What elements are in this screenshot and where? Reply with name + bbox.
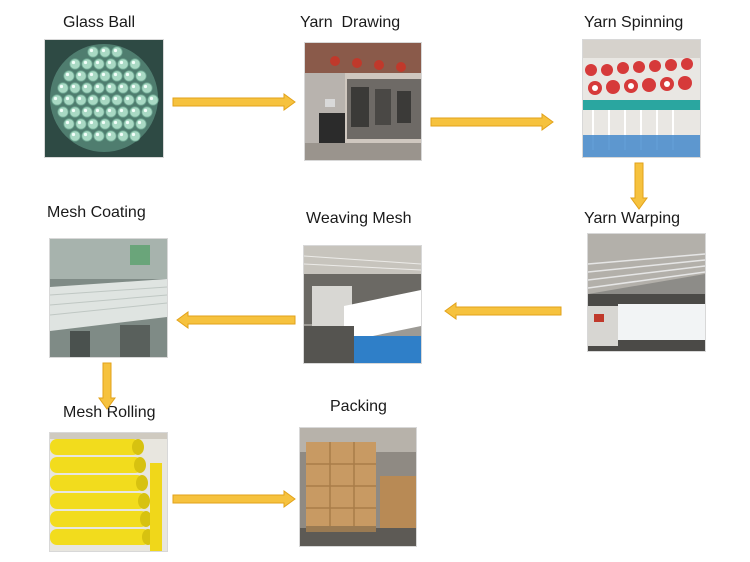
label-glass-ball: Glass Ball (63, 14, 136, 31)
spinning-frame-photo (583, 40, 700, 157)
warping-machine-photo (588, 234, 705, 351)
arrow-drawing-to-spinning (430, 113, 554, 131)
arrow-weaving-to-coating (176, 311, 296, 329)
arrow-coating-to-rolling (98, 362, 116, 410)
label-yarn-warping: Yarn Warping (584, 210, 681, 227)
loom-photo (304, 246, 421, 363)
arrow-rolling-to-packing (172, 490, 296, 508)
label-weaving-mesh: Weaving Mesh (306, 210, 412, 227)
yellow-mesh-rolls-photo (50, 433, 167, 551)
label-yarn-drawing: Yarn Drawing (300, 14, 401, 31)
coating-line-photo (50, 239, 167, 357)
pallet-boxes-photo (300, 428, 416, 546)
label-packing: Packing (330, 398, 387, 415)
label-mesh-rolling: Mesh Rolling (63, 404, 156, 421)
arrow-glass-to-drawing (172, 93, 296, 111)
glass-ball-photo (45, 40, 163, 157)
arrow-warping-to-weaving (444, 302, 562, 320)
label-mesh-coating: Mesh Coating (47, 204, 146, 221)
arrow-spinning-to-warping (630, 162, 648, 210)
label-yarn-spinning: Yarn Spinning (584, 14, 684, 31)
drawing-machine-photo (305, 43, 421, 160)
